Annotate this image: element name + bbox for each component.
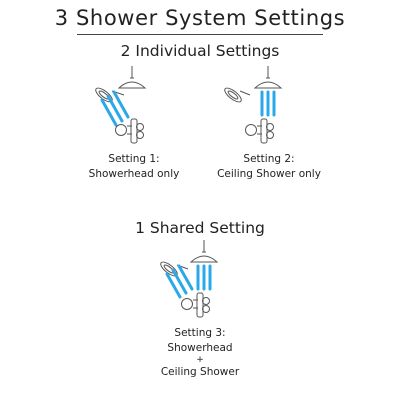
title-underline <box>77 34 323 35</box>
setting-1-diagram <box>95 66 147 144</box>
setting-3-caption: Setting 3: Showerhead + Ceiling Shower <box>125 326 275 380</box>
setting-2-caption: Setting 2: Ceiling Shower only <box>194 152 344 182</box>
setting-3-diagram <box>160 240 219 318</box>
page-title: 3 Shower System Settings <box>54 6 346 30</box>
ceiling-shower-icon <box>253 66 283 89</box>
water-spray-icon <box>100 90 130 127</box>
setting-1-label: Setting 1: <box>108 153 160 165</box>
showerhead-icon <box>224 87 251 103</box>
shower-valve-icon <box>245 118 274 144</box>
setting-3-line-2: Ceiling Shower <box>160 366 240 378</box>
setting-2-label: Setting 2: <box>243 153 295 165</box>
setting-2-description: Ceiling Shower only <box>217 168 321 180</box>
individual-settings-heading: 2 Individual Settings <box>120 42 280 60</box>
water-spray-icon <box>260 90 276 117</box>
setting-3-line-1: Showerhead <box>167 342 233 354</box>
ceiling-shower-icon <box>189 240 219 263</box>
setting-1-caption: Setting 1: Showerhead only <box>59 152 209 182</box>
setting-2-diagram <box>224 66 283 144</box>
setting-3-label: Setting 3: <box>174 327 226 339</box>
shower-valve-icon <box>115 118 144 144</box>
setting-1-description: Showerhead only <box>88 168 180 180</box>
shower-valve-icon <box>181 292 210 318</box>
setting-3-plus: + <box>196 355 204 365</box>
shared-setting-heading: 1 Shared Setting <box>135 219 265 237</box>
water-spray-icon <box>165 264 212 299</box>
ceiling-shower-icon <box>117 66 147 89</box>
